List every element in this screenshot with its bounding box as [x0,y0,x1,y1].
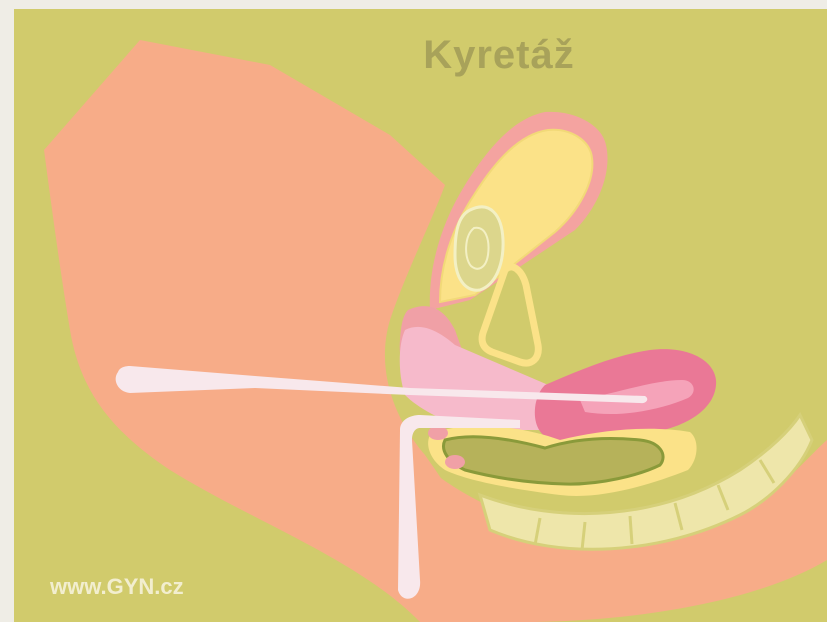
illustration-frame: Kyretáž www.GYN.cz [14,9,827,622]
curettage-diagram: Kyretáž www.GYN.cz [14,9,827,622]
diagram-title: Kyretáž [423,33,575,77]
website-watermark: www.GYN.cz [49,574,184,599]
pubic-bone [455,207,503,290]
anus-marker [445,455,465,469]
rectum-marker [428,426,448,440]
